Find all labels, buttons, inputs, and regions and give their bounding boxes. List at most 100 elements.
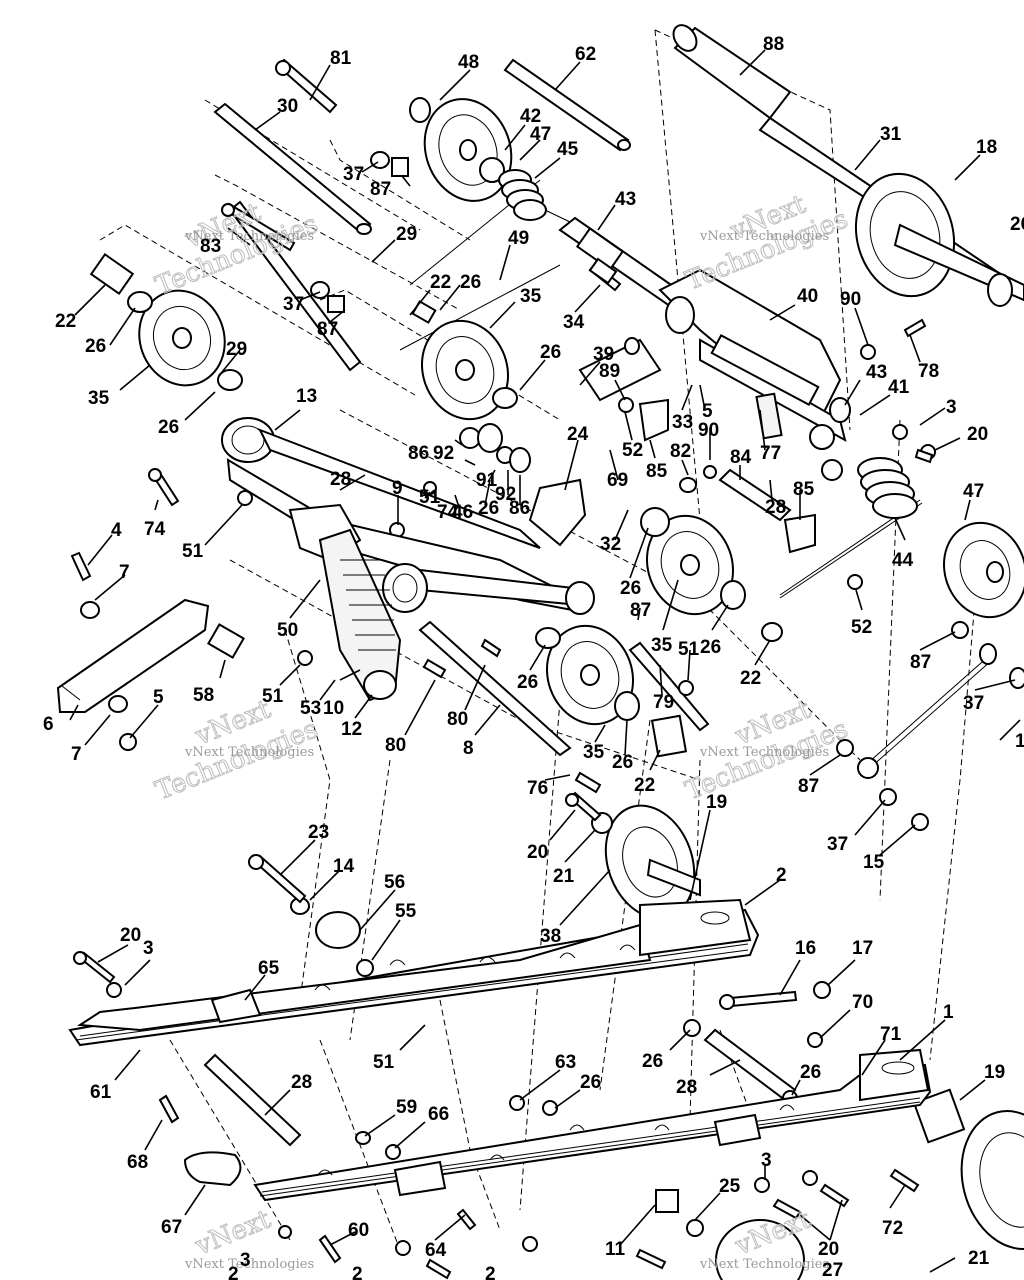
- callout-87: 87: [910, 652, 931, 673]
- callout-87: 87: [798, 776, 819, 797]
- spring-44: [857, 457, 918, 519]
- svg-text:vNext Technologies: vNext Technologies: [699, 229, 829, 244]
- callout-62: 62: [575, 44, 596, 65]
- bracket-34: [665, 296, 695, 334]
- rail-mount-1: [859, 1048, 930, 1102]
- callout-35: 35: [88, 388, 110, 409]
- callout-78: 78: [918, 361, 939, 382]
- callout-labels: 81 48 62 88 30 42 47 45 31 18 37 87 43 8…: [43, 34, 1024, 1280]
- block-11: [655, 1189, 679, 1213]
- callout-35: 35: [651, 635, 673, 656]
- svg-text:vNext Technologies: vNext Technologies: [699, 1257, 829, 1272]
- callout-7: 7: [71, 744, 82, 765]
- callout-92: 92: [433, 443, 454, 464]
- callout-37: 37: [963, 693, 984, 714]
- callout-64: 64: [425, 1240, 447, 1261]
- callout-14: 14: [333, 856, 355, 877]
- callout-26: 26: [800, 1062, 821, 1083]
- bushing-87: [391, 157, 409, 177]
- callout-91: 91: [476, 470, 498, 491]
- callout-51: 51: [262, 686, 284, 707]
- callout-60: 60: [348, 1220, 369, 1241]
- callout-43: 43: [866, 362, 887, 383]
- callout-35: 35: [583, 742, 605, 763]
- callout-63: 63: [555, 1052, 576, 1073]
- pin-79: [628, 641, 710, 732]
- callout-26: 26: [540, 342, 561, 363]
- callout-18: 18: [976, 137, 997, 158]
- rod-right: [859, 654, 993, 776]
- callout-42: 42: [520, 106, 541, 127]
- slide-rails: [68, 898, 932, 1202]
- callout-82: 82: [670, 441, 691, 462]
- callout-26: 26: [620, 578, 641, 599]
- callout-22: 22: [430, 272, 451, 293]
- callout-12: 12: [341, 719, 362, 740]
- callout-35: 35: [520, 286, 542, 307]
- callout-24: 24: [567, 424, 589, 445]
- slide-block-65: [210, 988, 262, 1024]
- shaft-29: [228, 200, 362, 372]
- callout-15: 15: [863, 852, 885, 873]
- callout-85: 85: [793, 479, 815, 500]
- callout-86: 86: [408, 443, 429, 464]
- callout-90: 90: [840, 289, 861, 310]
- callout-10: 10: [323, 698, 344, 719]
- washer-42: [479, 157, 505, 183]
- callout-29: 29: [226, 339, 247, 360]
- callout-53: 53: [300, 698, 321, 719]
- callout-28: 28: [676, 1077, 697, 1098]
- callout-86: 86: [509, 498, 530, 519]
- callout-56: 56: [384, 872, 405, 893]
- callout-1: 1: [943, 1002, 954, 1023]
- callout-61: 61: [90, 1082, 112, 1103]
- spacer-48: [409, 97, 431, 123]
- callout-28: 28: [330, 469, 351, 490]
- callout-87: 87: [630, 600, 651, 621]
- callout-80: 80: [447, 709, 468, 730]
- callout-2: 2: [352, 1264, 363, 1280]
- callout-83: 83: [200, 236, 221, 257]
- callout-39: 39: [593, 344, 614, 365]
- link-6: [56, 598, 210, 713]
- svg-text:vNext Technologies: vNext Technologies: [184, 229, 314, 244]
- callout-26: 26: [642, 1051, 663, 1072]
- callout-26: 26: [517, 672, 538, 693]
- pivot-9: [382, 563, 428, 613]
- callout-84: 84: [730, 447, 752, 468]
- callout-13: 13: [296, 386, 317, 407]
- idler-wheels: [138, 98, 1024, 1280]
- callout-17: 17: [852, 938, 873, 959]
- callout-29: 29: [396, 224, 417, 245]
- callout-51: 51: [678, 639, 700, 660]
- callout-3: 3: [946, 397, 957, 418]
- callout-67: 67: [161, 1217, 182, 1238]
- callout-80: 80: [385, 735, 406, 756]
- callout-21: 21: [553, 866, 575, 887]
- callout-7: 7: [119, 562, 130, 583]
- shaft-8: [418, 620, 572, 757]
- callout-26: 26: [460, 272, 481, 293]
- svg-text:vNext: vNext: [190, 1204, 275, 1262]
- callout-89: 89: [599, 361, 620, 382]
- callout-51: 51: [419, 487, 441, 508]
- callout-43: 43: [615, 189, 636, 210]
- guide-67: [183, 1151, 242, 1187]
- callout-26: 26: [700, 637, 721, 658]
- callout-77: 77: [760, 443, 781, 464]
- pin-84: [718, 468, 792, 522]
- callout-90: 90: [698, 420, 719, 441]
- callout-26: 26: [478, 498, 499, 519]
- callout-52: 52: [851, 617, 872, 638]
- springs: [498, 169, 918, 519]
- callout-46: 46: [452, 502, 473, 523]
- rail-mount-2: [639, 898, 752, 957]
- callout-85: 85: [646, 461, 668, 482]
- callout-74: 74: [437, 502, 459, 523]
- callout-59: 59: [396, 1097, 417, 1118]
- wheel-35-lower: [545, 624, 635, 726]
- callout-26: 26: [85, 336, 106, 357]
- callout-71: 71: [880, 1024, 902, 1045]
- bracket-85: [638, 398, 669, 442]
